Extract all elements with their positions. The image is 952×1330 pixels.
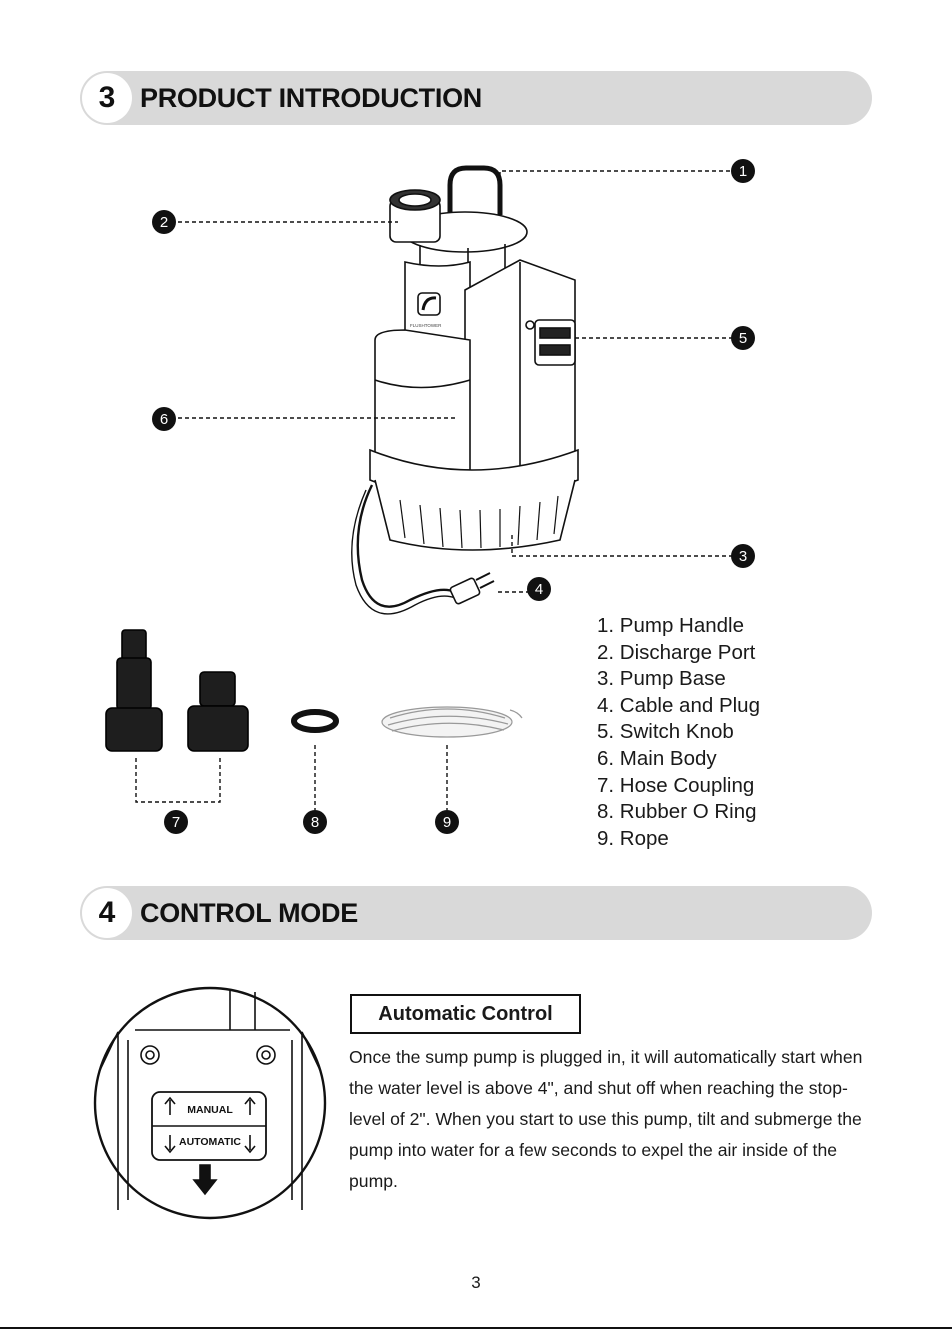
bottom-rule <box>0 1327 952 1329</box>
callout-7: 7 <box>172 814 180 831</box>
switch-manual-label: MANUAL <box>187 1104 233 1116</box>
callout-2: 2 <box>160 214 168 231</box>
section-number: 4 <box>82 888 132 938</box>
hose-coupling-icon <box>106 630 248 751</box>
page-number: 3 <box>0 1273 952 1293</box>
callout-4: 4 <box>535 581 543 598</box>
list-item: 5. Switch Knob <box>597 719 760 746</box>
pump-brand-label: FLUSHTOWER <box>410 323 442 328</box>
list-item: 1. Pump Handle <box>597 613 760 640</box>
list-item: 8. Rubber O Ring <box>597 799 760 826</box>
section-title: CONTROL MODE <box>140 886 358 940</box>
automatic-control-description: Once the sump pump is plugged in, it wil… <box>349 1042 869 1197</box>
callout-5: 5 <box>739 330 747 347</box>
rope-icon <box>382 707 522 737</box>
list-item: 6. Main Body <box>597 746 760 773</box>
list-item: 9. Rope <box>597 826 760 853</box>
callout-9: 9 <box>443 814 451 831</box>
list-item: 4. Cable and Plug <box>597 693 760 720</box>
switch-closeup-icon <box>95 988 325 1218</box>
callout-3: 3 <box>739 548 747 565</box>
list-item: 3. Pump Base <box>597 666 760 693</box>
callout-6: 6 <box>160 411 168 428</box>
pump-illustration <box>352 168 578 614</box>
callout-8: 8 <box>311 814 319 831</box>
automatic-control-heading: Automatic Control <box>350 994 581 1034</box>
list-item: 7. Hose Coupling <box>597 773 760 800</box>
list-item: 2. Discharge Port <box>597 640 760 667</box>
switch-automatic-label: AUTOMATIC <box>179 1136 241 1148</box>
callout-1: 1 <box>739 163 747 180</box>
parts-list: 1. Pump Handle 2. Discharge Port 3. Pump… <box>597 613 760 852</box>
section-header-control-mode: 4 CONTROL MODE <box>80 886 872 940</box>
o-ring-icon <box>294 712 336 730</box>
